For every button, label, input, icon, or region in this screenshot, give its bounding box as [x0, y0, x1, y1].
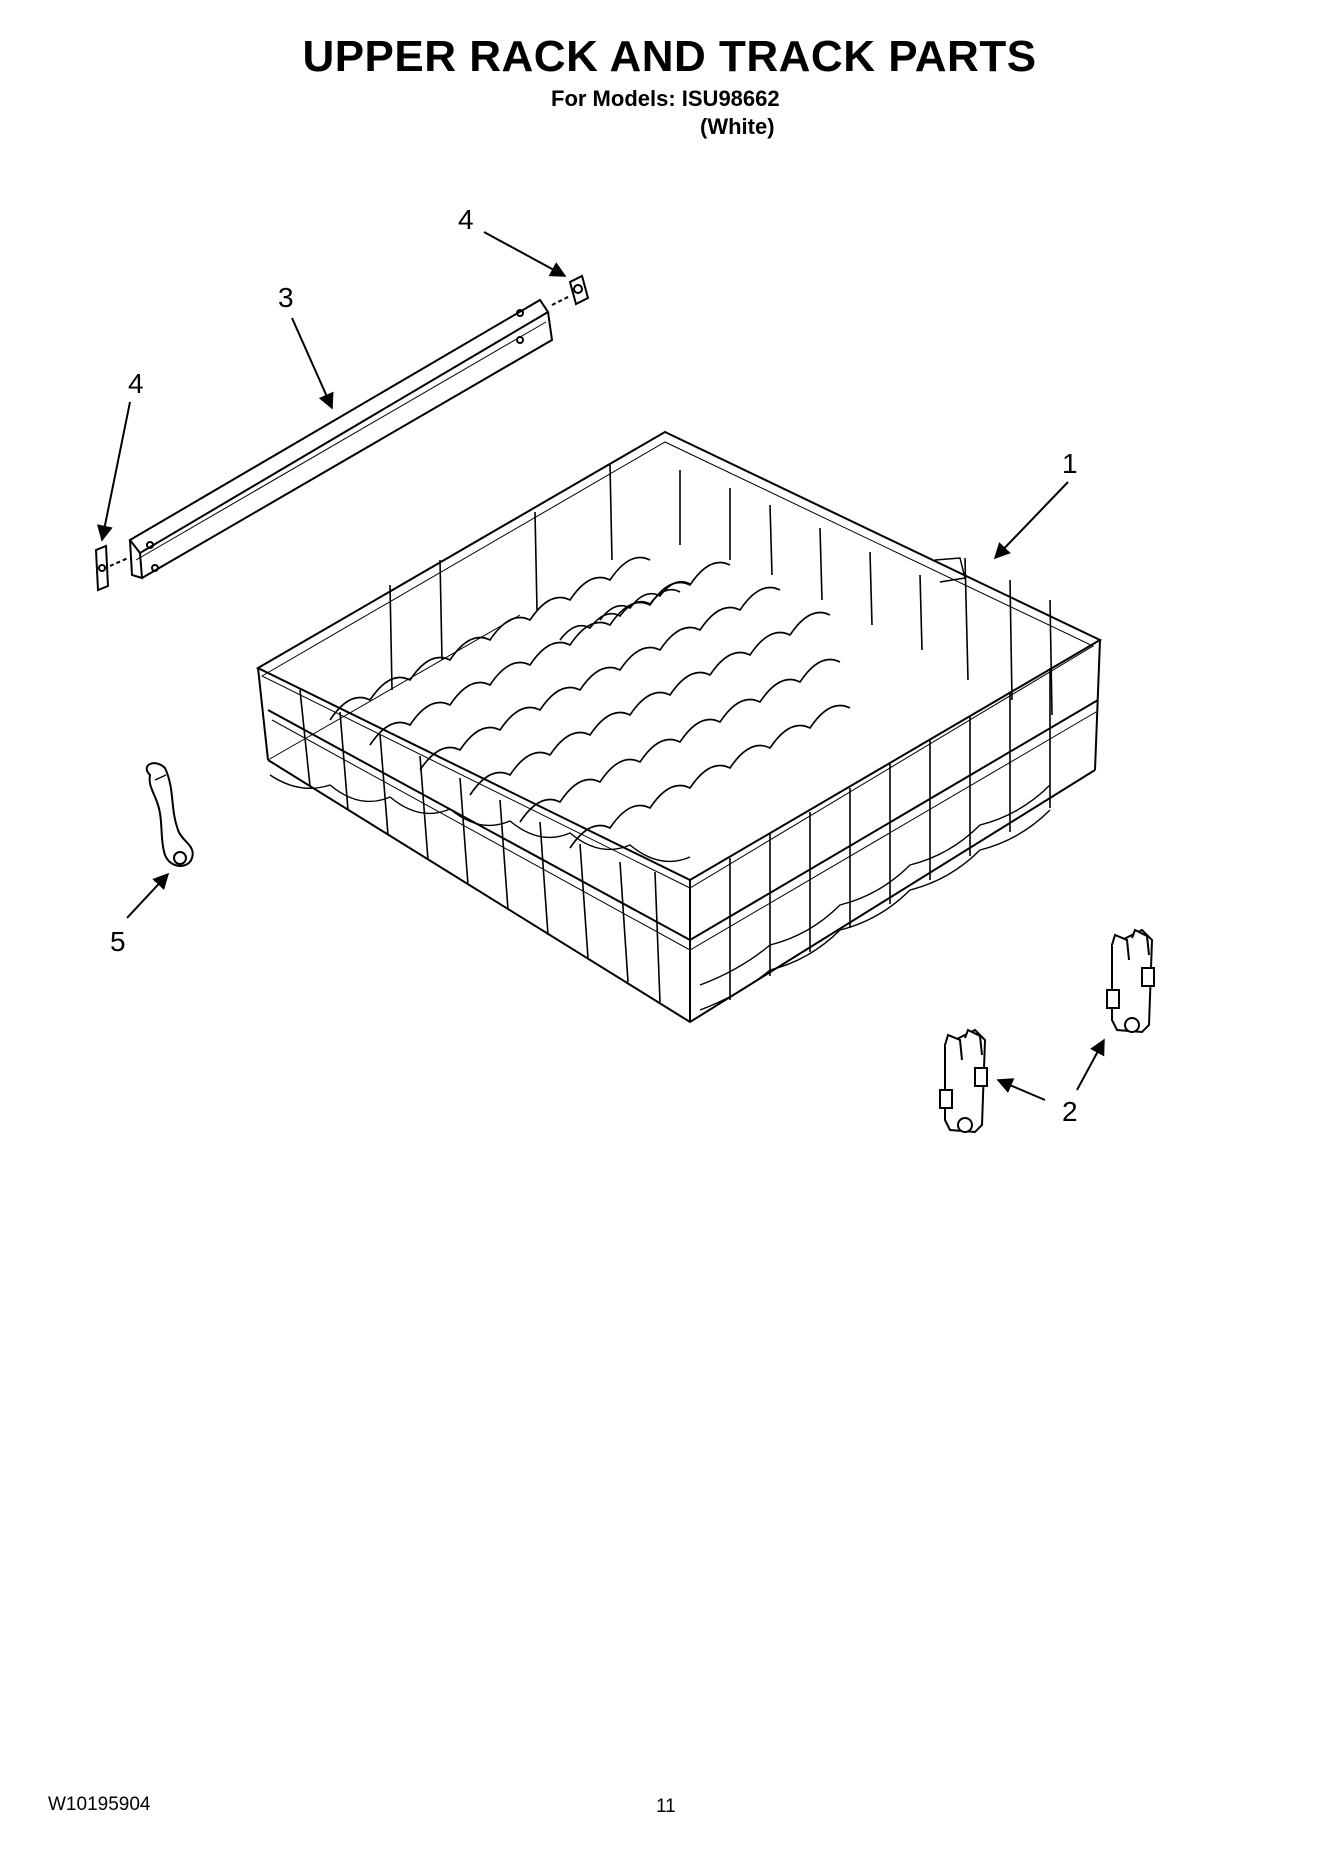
callout-3: 3 — [278, 282, 294, 313]
callout-4-top: 4 — [458, 204, 474, 235]
callout-arrows — [97, 231, 1105, 1101]
color-line: (White) — [700, 114, 775, 139]
callout-2: 2 — [1062, 1096, 1078, 1127]
models-line: For Models: ISU98662 — [551, 86, 780, 111]
track-stop-left — [939, 1028, 988, 1134]
rail-end-cap-left — [94, 544, 129, 592]
document-number: W10195904 — [48, 1794, 151, 1815]
track-stop-right — [1106, 928, 1155, 1034]
page-number: 11 — [656, 1796, 676, 1817]
upper-rack — [255, 430, 1103, 1024]
rack-clip — [145, 762, 194, 867]
callout-4-left: 4 — [128, 368, 144, 399]
track-rail — [128, 298, 554, 580]
rail-end-cap-top — [551, 274, 590, 306]
callout-1: 1 — [1062, 448, 1078, 479]
page-title: UPPER RACK AND TRACK PARTS — [302, 32, 1037, 81]
callout-5: 5 — [110, 926, 126, 957]
